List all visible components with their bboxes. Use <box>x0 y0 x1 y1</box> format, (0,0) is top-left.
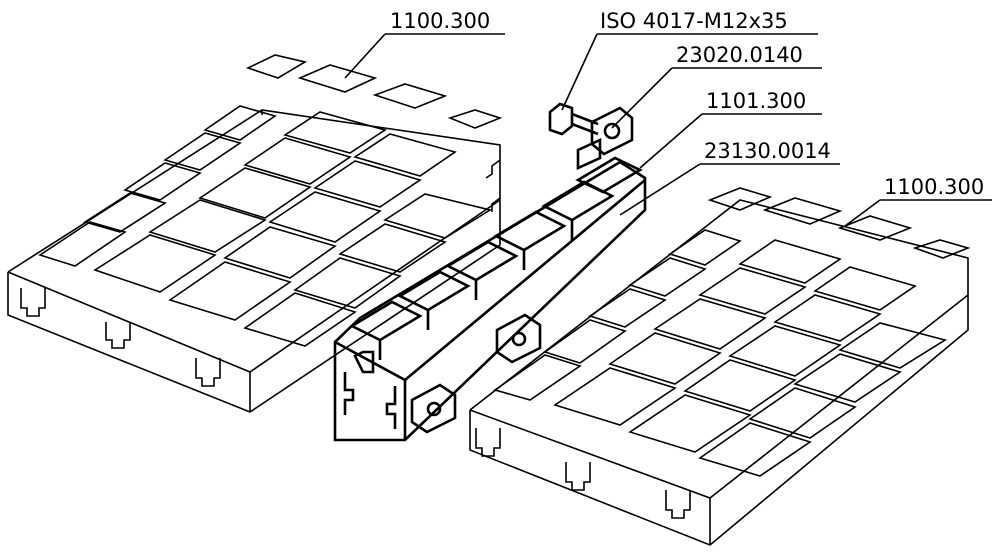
callout-leaders <box>344 33 992 227</box>
callout-clamp: 23020.0140 <box>676 43 803 67</box>
clamp-piece[interactable] <box>576 106 634 171</box>
callout-plate-right: 1100.300 <box>884 175 984 199</box>
center-riser-block[interactable] <box>333 156 647 442</box>
right-tslot-plate <box>469 187 971 546</box>
riser-side-lugs <box>410 313 542 434</box>
callout-screw: ISO 4017-M12x35 <box>600 9 788 33</box>
callout-riser: 1101.300 <box>706 89 806 113</box>
callout-plate-left: 1100.300 <box>390 9 490 33</box>
left-tslot-plate <box>7 54 503 413</box>
right-plate-pads <box>493 187 971 477</box>
riser-top-keys <box>349 156 643 360</box>
left-plate-pads <box>38 54 503 347</box>
callout-key: 23130.0014 <box>704 139 831 163</box>
